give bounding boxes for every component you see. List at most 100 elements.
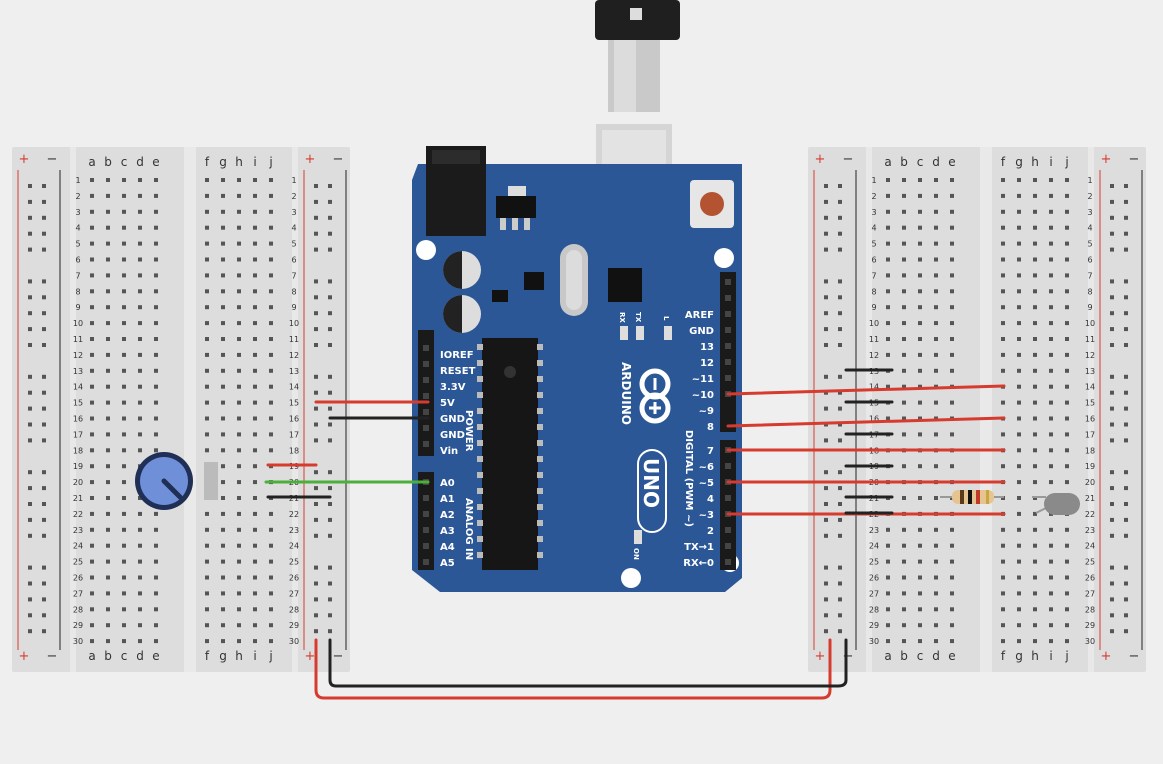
breadboard-hole[interactable] bbox=[886, 241, 890, 246]
wire-ground-bridge[interactable] bbox=[328, 638, 848, 688]
breadboard-hole[interactable] bbox=[106, 241, 110, 246]
breadboard-hole[interactable] bbox=[237, 368, 241, 373]
breadboard-hole[interactable] bbox=[106, 559, 110, 564]
breadboard-hole[interactable] bbox=[1017, 400, 1021, 405]
breadboard-hole[interactable] bbox=[269, 305, 273, 310]
breadboard-hole[interactable] bbox=[237, 623, 241, 628]
breadboard-hole[interactable] bbox=[138, 321, 142, 326]
breadboard-hole[interactable] bbox=[1017, 178, 1021, 182]
breadboard-hole[interactable] bbox=[886, 416, 890, 421]
breadboard-hole[interactable] bbox=[1017, 289, 1021, 294]
breadboard-hole[interactable] bbox=[154, 368, 158, 373]
breadboard-hole[interactable] bbox=[902, 559, 906, 564]
breadboard-hole[interactable] bbox=[886, 209, 890, 214]
rail-hole[interactable] bbox=[838, 422, 842, 427]
breadboard-hole[interactable] bbox=[934, 241, 938, 246]
rail-hole[interactable] bbox=[838, 374, 842, 379]
breadboard-hole[interactable] bbox=[1033, 209, 1037, 214]
breadboard-hole[interactable] bbox=[237, 607, 241, 612]
breadboard-hole[interactable] bbox=[934, 559, 938, 564]
rail-hole[interactable] bbox=[838, 629, 842, 634]
rail-hole[interactable] bbox=[1110, 470, 1114, 475]
breadboard-hole[interactable] bbox=[1033, 321, 1037, 326]
breadboard-hole[interactable] bbox=[918, 575, 922, 580]
breadboard-hole[interactable] bbox=[918, 241, 922, 246]
breadboard-hole[interactable] bbox=[253, 178, 257, 182]
breadboard-hole[interactable] bbox=[1065, 480, 1069, 485]
breadboard-hole[interactable] bbox=[950, 352, 954, 357]
breadboard-hole[interactable] bbox=[934, 305, 938, 310]
breadboard-hole[interactable] bbox=[1033, 448, 1037, 453]
breadboard-hole[interactable] bbox=[902, 639, 906, 644]
breadboard-hole[interactable] bbox=[205, 337, 209, 341]
rail-hole[interactable] bbox=[328, 517, 332, 522]
breadboard-hole[interactable] bbox=[950, 575, 954, 580]
breadboard-hole[interactable] bbox=[138, 575, 142, 580]
rail-hole[interactable] bbox=[1124, 199, 1128, 204]
breadboard-hole[interactable] bbox=[1065, 527, 1069, 532]
breadboard-hole[interactable] bbox=[90, 527, 94, 532]
breadboard-hole[interactable] bbox=[122, 464, 126, 469]
breadboard-hole[interactable] bbox=[1033, 241, 1037, 246]
breadboard-hole[interactable] bbox=[122, 575, 126, 580]
rail-hole[interactable] bbox=[28, 581, 32, 586]
breadboard-hole[interactable] bbox=[237, 575, 241, 580]
breadboard-hole[interactable] bbox=[154, 400, 158, 405]
rail-hole[interactable] bbox=[824, 613, 828, 618]
rail-hole[interactable] bbox=[314, 486, 318, 491]
rail-hole[interactable] bbox=[838, 502, 842, 506]
breadboard-hole[interactable] bbox=[269, 225, 273, 230]
breadboard-hole[interactable] bbox=[1049, 305, 1053, 310]
rail-hole[interactable] bbox=[1124, 279, 1128, 284]
breadboard-hole[interactable] bbox=[1033, 400, 1037, 405]
breadboard-hole[interactable] bbox=[1065, 464, 1069, 469]
breadboard-hole[interactable] bbox=[106, 591, 110, 596]
breadboard-hole[interactable] bbox=[138, 623, 142, 628]
breadboard-hole[interactable] bbox=[1001, 575, 1005, 580]
breadboard-hole[interactable] bbox=[934, 607, 938, 612]
rail-hole[interactable] bbox=[1110, 374, 1114, 379]
rail-hole[interactable] bbox=[838, 295, 842, 300]
breadboard-hole[interactable] bbox=[253, 368, 257, 373]
breadboard-hole[interactable] bbox=[237, 352, 241, 357]
breadboard-hole[interactable] bbox=[237, 559, 241, 564]
breadboard-hole[interactable] bbox=[90, 289, 94, 294]
breadboard-hole[interactable] bbox=[950, 464, 954, 469]
breadboard-hole[interactable] bbox=[253, 241, 257, 246]
breadboard-hole[interactable] bbox=[90, 591, 94, 596]
rail-hole[interactable] bbox=[42, 533, 46, 538]
breadboard-hole[interactable] bbox=[106, 623, 110, 628]
rail-hole[interactable] bbox=[314, 279, 318, 284]
rail-hole[interactable] bbox=[838, 327, 842, 332]
breadboard-hole[interactable] bbox=[918, 368, 922, 373]
breadboard-hole[interactable] bbox=[1033, 511, 1037, 516]
breadboard-hole[interactable] bbox=[221, 193, 225, 198]
breadboard-hole[interactable] bbox=[1049, 273, 1053, 278]
breadboard-hole[interactable] bbox=[1001, 639, 1005, 644]
breadboard-hole[interactable] bbox=[237, 241, 241, 246]
rail-hole[interactable] bbox=[838, 597, 842, 602]
breadboard-hole[interactable] bbox=[1017, 257, 1021, 262]
breadboard-hole[interactable] bbox=[221, 384, 225, 389]
breadboard-hole[interactable] bbox=[1033, 384, 1037, 389]
rail-hole[interactable] bbox=[314, 597, 318, 602]
breadboard-hole[interactable] bbox=[90, 575, 94, 580]
breadboard-hole[interactable] bbox=[122, 352, 126, 357]
breadboard-hole[interactable] bbox=[106, 511, 110, 516]
rail-hole[interactable] bbox=[314, 327, 318, 332]
breadboard-hole[interactable] bbox=[205, 178, 209, 182]
breadboard-hole[interactable] bbox=[253, 384, 257, 389]
breadboard-hole[interactable] bbox=[934, 400, 938, 405]
breadboard-hole[interactable] bbox=[205, 193, 209, 198]
breadboard-hole[interactable] bbox=[1001, 400, 1005, 405]
breadboard-hole[interactable] bbox=[1017, 209, 1021, 214]
breadboard-hole[interactable] bbox=[1001, 178, 1005, 182]
rail-hole[interactable] bbox=[824, 581, 828, 586]
rail-hole[interactable] bbox=[1124, 581, 1128, 586]
breadboard-hole[interactable] bbox=[253, 591, 257, 596]
breadboard-hole[interactable] bbox=[269, 337, 273, 341]
rail-hole[interactable] bbox=[314, 438, 318, 443]
breadboard-hole[interactable] bbox=[1033, 368, 1037, 373]
breadboard-hole[interactable] bbox=[1049, 527, 1053, 532]
breadboard-hole[interactable] bbox=[1065, 257, 1069, 262]
